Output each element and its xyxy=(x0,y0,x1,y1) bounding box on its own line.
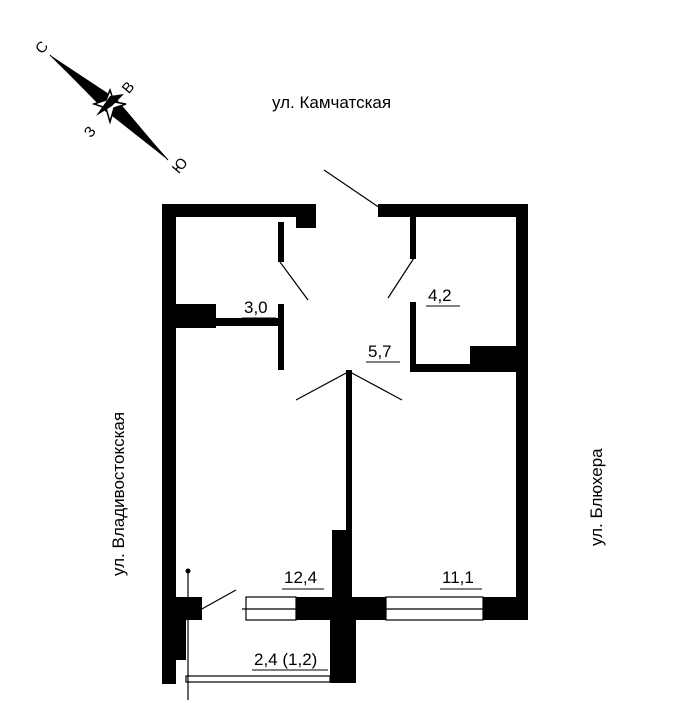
room-area-right-room: 11,1 xyxy=(442,568,474,587)
windows xyxy=(185,596,484,683)
room-area-balcony: 2,4 (1,2) xyxy=(254,650,317,669)
street-left-label: ул. Владивостокская xyxy=(109,412,128,576)
compass-east-label: В xyxy=(119,78,138,97)
doors xyxy=(187,169,415,700)
compass-west-label: З xyxy=(81,123,100,141)
room-area-hall: 5,7 xyxy=(368,342,392,361)
room-area-bathroom: 3,0 xyxy=(244,298,268,317)
street-top-label: ул. Камчатская xyxy=(272,93,391,112)
compass-north-label: С xyxy=(32,38,52,57)
room-area-toilet: 4,2 xyxy=(428,286,452,305)
compass-rose-icon xyxy=(49,54,169,161)
walls xyxy=(162,204,528,684)
door-pivot-icon xyxy=(185,568,191,574)
street-right-label: ул. Блюхера xyxy=(587,448,606,546)
compass-south-label: Ю xyxy=(169,154,192,177)
room-area-left-room: 12,4 xyxy=(284,568,317,587)
